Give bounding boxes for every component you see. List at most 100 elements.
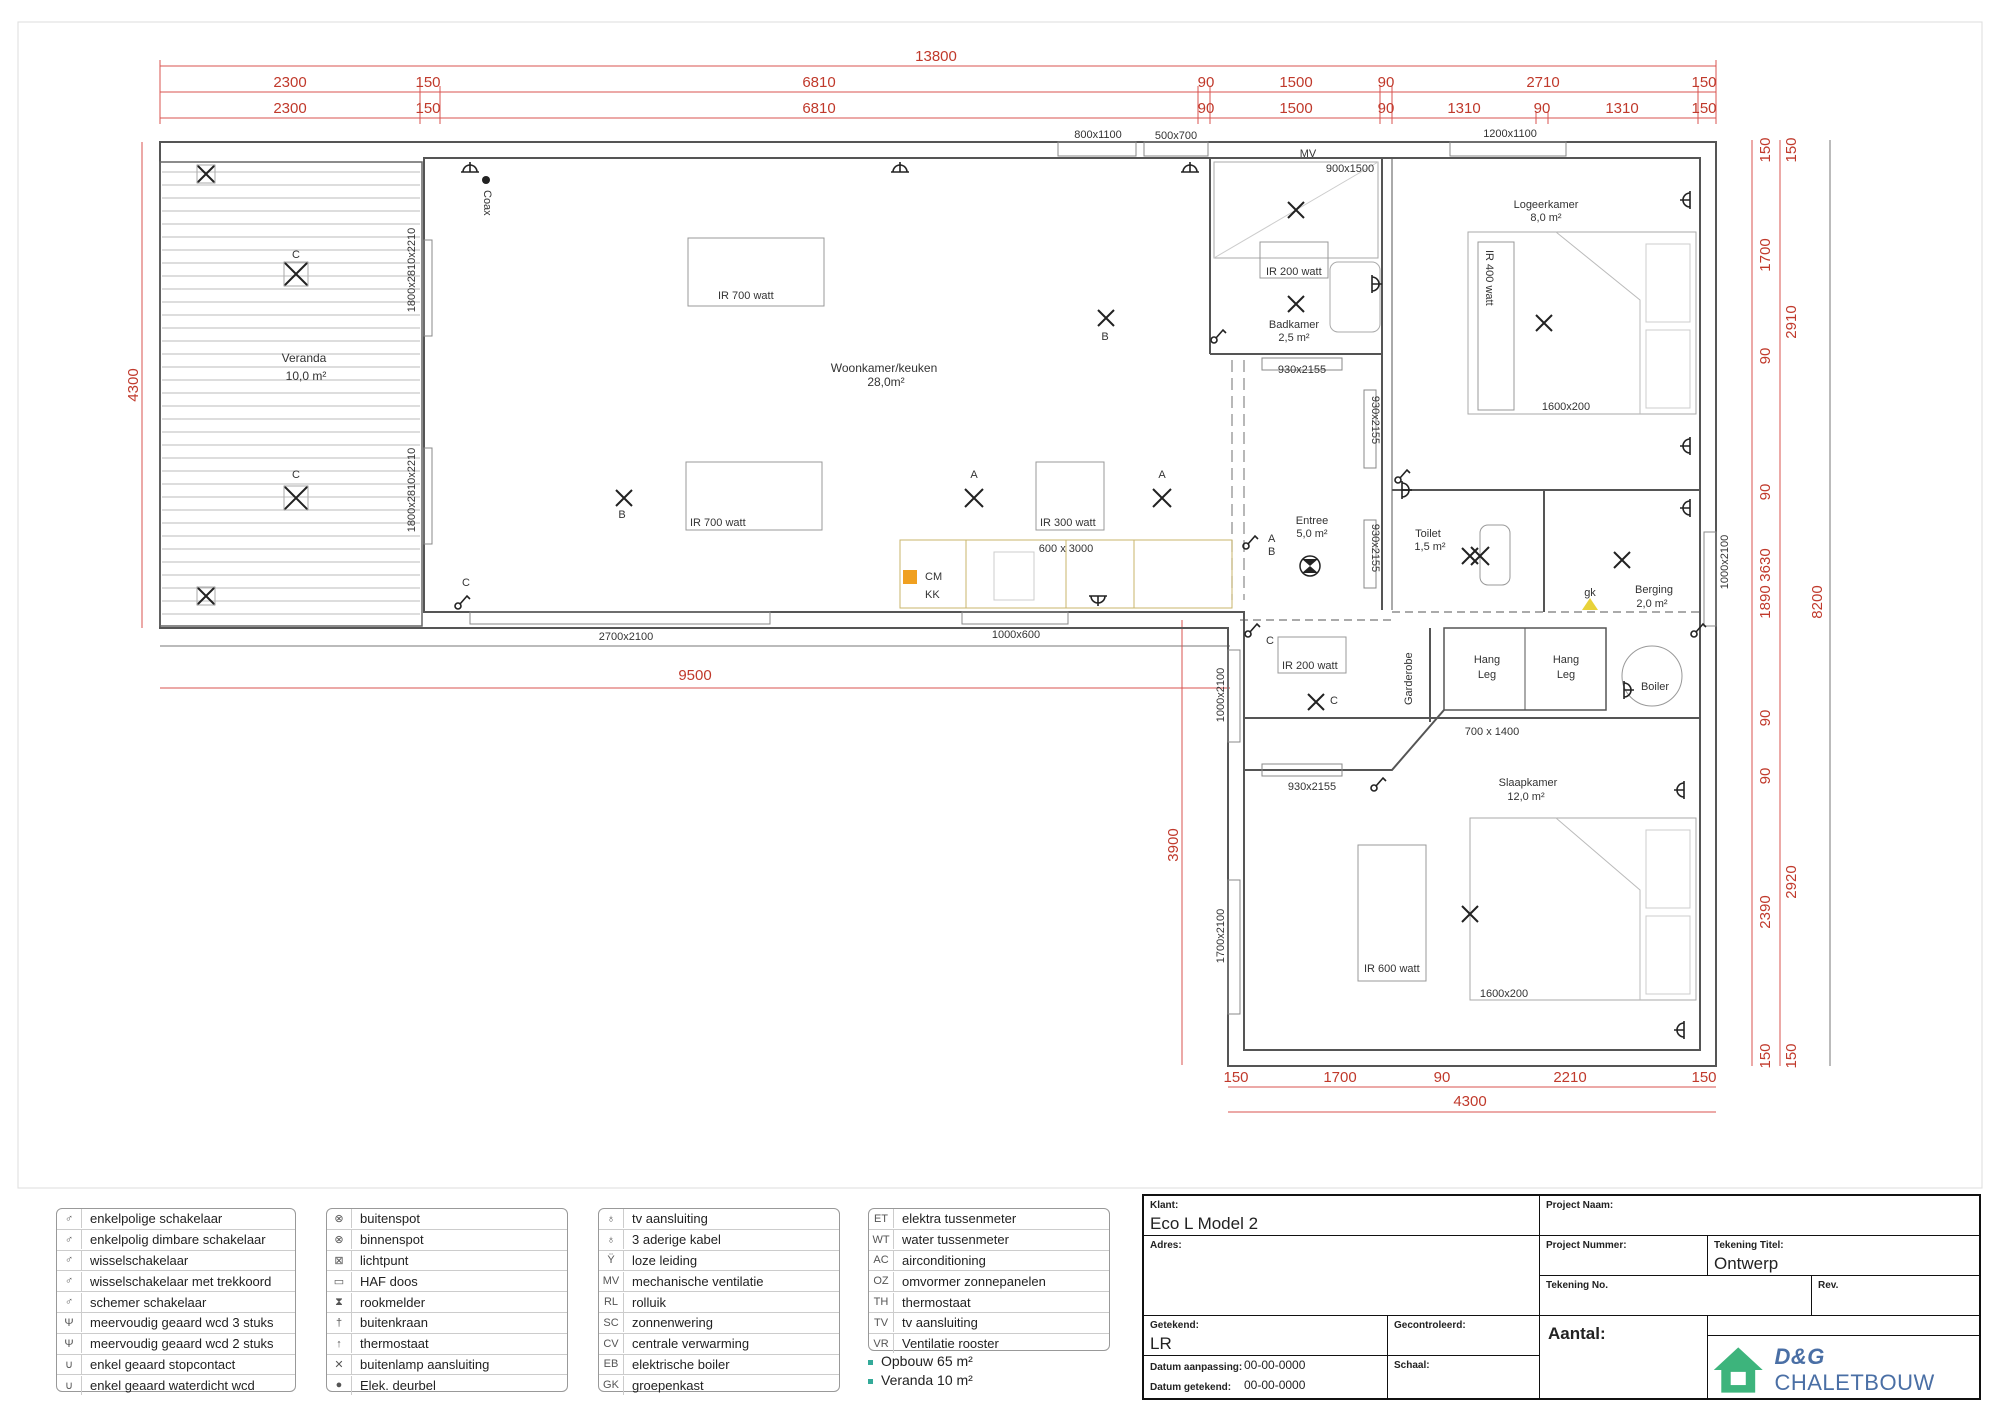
smoke-detector-legend-icon: ⧗ <box>327 1292 352 1312</box>
dim-left-lower: 3900 <box>1165 828 1182 861</box>
light-point-icon <box>615 489 633 507</box>
twilight-switch-icon: ♂ <box>57 1292 82 1312</box>
switch-icon <box>1370 776 1387 792</box>
outlet-icon <box>1401 481 1412 499</box>
light-point-icon <box>196 586 216 606</box>
room-slaapkamer-area: 12,0 m² <box>1507 791 1545 803</box>
dim-r-2: 1700 <box>1757 238 1774 271</box>
switch-icon <box>1244 622 1261 638</box>
empty-conduit-icon: Ÿ <box>599 1250 624 1270</box>
switch-label-c: C <box>1266 635 1274 647</box>
dim-r-4: 90 <box>1757 484 1774 501</box>
label-garderobe: Garderobe <box>1403 652 1415 705</box>
label-door-2700: 2700x2100 <box>599 631 653 643</box>
heater-ir400: IR 400 watt <box>1483 250 1495 306</box>
heater-ir700-a: IR 700 watt <box>718 290 774 302</box>
label-gk: gk <box>1584 587 1596 599</box>
heater-ir700-b: IR 700 watt <box>690 517 746 529</box>
dimmer-switch-icon: ♂ <box>57 1230 82 1250</box>
light-point-icon <box>1535 314 1553 332</box>
heater-labels: IR 700 watt IR 700 watt IR 300 watt IR 2… <box>690 250 1495 975</box>
light-point-icon <box>1461 905 1479 923</box>
dim-rm-2: 2910 <box>1783 305 1800 338</box>
legend-item: ♂wisselschakelaar <box>57 1250 295 1272</box>
cell-adres: Adres: <box>1144 1236 1540 1316</box>
label-shower: 900x1500 <box>1326 163 1374 175</box>
label-door-930b: 930x2155 <box>1369 396 1381 444</box>
room-labels: Veranda 10,0 m² Woonkamer/keuken 28,0m² … <box>282 199 1673 803</box>
dim-br-total: 4300 <box>1453 1093 1486 1110</box>
light-label-b1: B <box>1101 331 1108 343</box>
top-dimensions: 13800 2300 150 6810 90 1500 90 2710 150 … <box>159 48 1717 124</box>
dim-top2-5: 1500 <box>1279 100 1312 117</box>
room-berging-area: 2,0 m² <box>1636 598 1668 610</box>
dim-r-3: 90 <box>1757 348 1774 365</box>
triple-outlet-icon: Ψ <box>57 1313 82 1333</box>
outdoor-tap-icon: † <box>327 1313 352 1333</box>
label-door-930c: 930x2155 <box>1369 524 1381 572</box>
dim-rm-3: 3630 <box>1757 548 1774 581</box>
light-point-icon <box>1470 546 1490 566</box>
room-woonkamer-name: Woonkamer/keuken <box>831 361 938 375</box>
drawn-by: LR <box>1150 1334 1172 1353</box>
light-label-c3: C <box>1330 695 1338 707</box>
haf-box-icon: ▭ <box>327 1271 352 1291</box>
light-label-a2: A <box>1158 469 1166 481</box>
label-bed-2: 1600x200 <box>1480 988 1528 1000</box>
switch-icon <box>1394 468 1411 484</box>
label-hang-1: Hang <box>1474 654 1500 666</box>
cell-tekening-titel: Tekening Titel: Ontwerp <box>1708 1236 1979 1276</box>
label-window-500: 500x700 <box>1155 130 1197 142</box>
cell-datums: Datum aanpassing: 00-00-0000 Datum getek… <box>1144 1356 1388 1398</box>
electrical-symbols <box>454 162 1707 1039</box>
outlet-icon <box>891 162 909 173</box>
outdoor-lamp-icon: ✕ <box>327 1354 352 1374</box>
switch-label-a: A <box>1268 533 1276 545</box>
light-point-icon <box>1152 488 1172 508</box>
light-point-icon <box>964 488 984 508</box>
label-bed-1: 1600x200 <box>1542 401 1590 413</box>
dim-top2-2: 150 <box>415 100 440 117</box>
outlet-icon <box>1089 595 1107 606</box>
light-point-icon <box>283 485 309 511</box>
double-outlet-icon: Ψ <box>57 1334 82 1354</box>
outlet-icon: ∪ <box>57 1354 82 1374</box>
room-entree-area: 5,0 m² <box>1296 528 1328 540</box>
legend-item: ⊗binnenspot <box>327 1230 567 1251</box>
label-door-930d: 930x2155 <box>1288 781 1336 793</box>
legend-item: ∪enkel geaard stopcontact <box>57 1354 295 1376</box>
light-point-icon <box>283 261 309 287</box>
outlet-icon <box>1674 781 1685 799</box>
dim-top2-3: 6810 <box>802 100 835 117</box>
legend-column-2: ⊗buitenspot ⊗binnenspot ⊠lichtpunt ▭HAF … <box>326 1208 568 1395</box>
legend-item: ↑thermostaat <box>327 1334 567 1355</box>
switch-icon: ♂ <box>57 1209 82 1229</box>
dim-br-5: 150 <box>1691 1069 1716 1086</box>
room-badkamer-area: 2,5 m² <box>1278 332 1310 344</box>
switch-icon <box>1690 622 1707 638</box>
dim-rm-1: 150 <box>1783 137 1800 162</box>
heater-ir600: IR 600 watt <box>1364 963 1420 975</box>
cell-rev: Rev. <box>1812 1276 1979 1316</box>
label-boiler: Boiler <box>1641 681 1669 693</box>
light-label-c1: C <box>292 249 300 261</box>
tv-connection-icon: ♁ <box>599 1209 624 1229</box>
label-coax: Coax <box>481 190 493 216</box>
room-toilet-name: Toilet <box>1415 528 1441 540</box>
room-slaapkamer-name: Slaapkamer <box>1499 777 1558 789</box>
cell-aantal: Aantal: <box>1540 1316 1708 1398</box>
cell-project-nummer: Project Nummer: <box>1540 1236 1708 1276</box>
dim-top-6: 90 <box>1378 74 1395 91</box>
dim-top-5: 1500 <box>1279 74 1312 91</box>
label-veranda-door-2: 1800x2810x2210 <box>406 448 418 532</box>
label-window-1000: 1000x600 <box>992 629 1040 641</box>
dim-bottom-left: 9500 <box>678 667 711 684</box>
dim-r-1: 150 <box>1757 137 1774 162</box>
label-veranda-door-1: 1800x2810x2210 <box>406 228 418 312</box>
dim-top2-4: 90 <box>1198 100 1215 117</box>
